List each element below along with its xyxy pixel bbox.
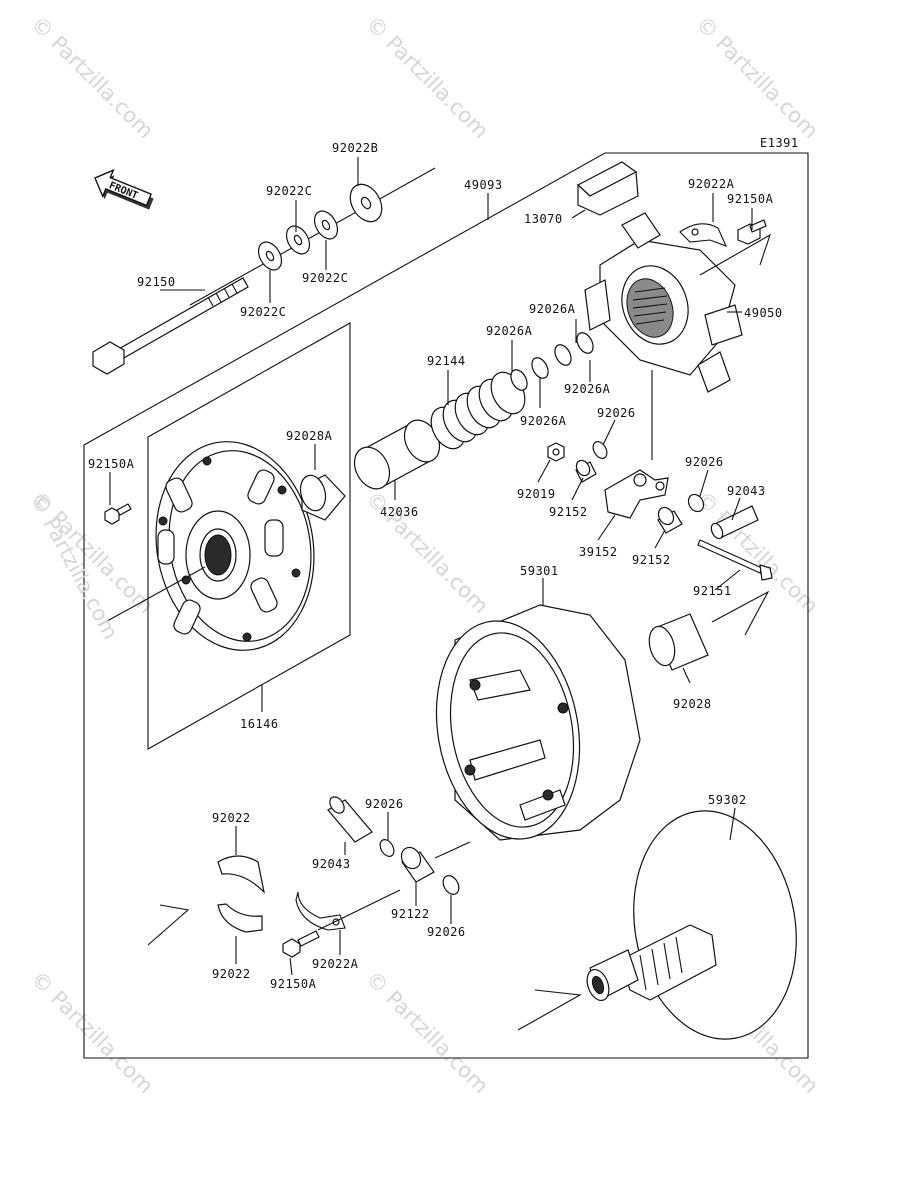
label-92122: 92122 xyxy=(391,907,430,921)
collar-92152-a xyxy=(575,459,597,483)
right-axis xyxy=(711,590,770,636)
label-13070: 13070 xyxy=(524,212,563,226)
half-ring-92022-a xyxy=(217,855,265,894)
bolt-92150A-bottom xyxy=(282,930,320,958)
label-92026: 92026 xyxy=(427,925,466,939)
label-39152: 39152 xyxy=(579,545,618,559)
front-arrow: FRONT xyxy=(94,169,154,210)
shaft-axis xyxy=(189,167,436,306)
label-92043: 92043 xyxy=(312,857,351,871)
sleeve-42036 xyxy=(353,419,441,490)
label-92022A: 92022A xyxy=(312,957,359,971)
washers-92026A xyxy=(510,332,594,391)
washer-92026-d xyxy=(442,875,460,895)
spider-49050 xyxy=(584,212,743,393)
bushing-92028 xyxy=(648,613,709,671)
washer-hole xyxy=(265,250,275,262)
part-labels: 92022B 92022C 92022C 92022C 92150 49093 … xyxy=(88,141,783,991)
label-92152: 92152 xyxy=(632,553,671,567)
label-92144: 92144 xyxy=(427,354,466,368)
half-ring-92022-b xyxy=(217,903,263,933)
label-16146: 16146 xyxy=(240,717,279,731)
washer-92026-b xyxy=(687,493,705,513)
label-92022B: 92022B xyxy=(332,141,378,155)
diagram-code: E1391 xyxy=(760,136,799,150)
clip-axis xyxy=(317,889,401,931)
pin-92043-top xyxy=(710,505,759,540)
movable-sheave-59301 xyxy=(435,604,641,841)
clip-92022A-top xyxy=(679,223,728,247)
lower-left-axis xyxy=(147,904,190,946)
label-92022C: 92022C xyxy=(302,271,348,285)
lower-axis xyxy=(517,989,582,1031)
label-42036: 42036 xyxy=(380,505,419,519)
watermark: © Partzilla.com xyxy=(691,487,823,619)
label-92150A: 92150A xyxy=(88,457,135,471)
label-92022: 92022 xyxy=(212,811,251,825)
spring-92144 xyxy=(430,371,526,450)
washer-hole xyxy=(360,196,372,210)
watermark: © Partzilla.com xyxy=(691,12,823,144)
watermark: © Partzilla.com xyxy=(26,12,158,144)
label-92150A: 92150A xyxy=(727,192,774,206)
label-92028: 92028 xyxy=(673,697,712,711)
label-92026A: 92026A xyxy=(529,302,576,316)
washer-92026-c xyxy=(379,839,395,857)
label-92026: 92026 xyxy=(597,406,636,420)
label-92022C: 92022C xyxy=(266,184,312,198)
fixed-sheave-59302 xyxy=(586,810,797,1040)
top-axis-right xyxy=(699,233,771,276)
watermark: © Partzilla.com xyxy=(26,967,158,1099)
label-59302: 59302 xyxy=(708,793,747,807)
label-49093: 49093 xyxy=(464,178,503,192)
label-92028A: 92028A xyxy=(286,429,333,443)
cover-plate-16146 xyxy=(155,441,315,651)
leader-lines xyxy=(109,157,753,976)
bolt-92150 xyxy=(92,277,249,375)
label-49050: 49050 xyxy=(744,306,783,320)
bushing-92028A xyxy=(299,474,346,521)
bolt-92151 xyxy=(697,539,773,581)
pin-92043-bottom xyxy=(327,796,373,843)
washer-92026-a xyxy=(592,441,608,459)
label-59301: 59301 xyxy=(520,564,559,578)
label-92022C: 92022C xyxy=(240,305,286,319)
label-92019: 92019 xyxy=(517,487,556,501)
label-92022: 92022 xyxy=(212,967,251,981)
cover-plate-frame xyxy=(147,322,351,750)
label-92026: 92026 xyxy=(365,797,404,811)
shoe-13070 xyxy=(576,161,639,216)
watermark: © Partzilla.com xyxy=(361,967,493,1099)
label-92150: 92150 xyxy=(137,275,176,289)
label-92043: 92043 xyxy=(727,484,766,498)
watermark: © Partzilla.com xyxy=(361,12,493,144)
bolt-92150A-top xyxy=(737,219,767,245)
washer-stack xyxy=(257,183,383,271)
assembly-frame xyxy=(83,152,809,1059)
label-92150A: 92150A xyxy=(270,977,317,991)
nut-92019 xyxy=(547,442,565,462)
collar-axis xyxy=(434,841,471,859)
clip-92022A-bottom xyxy=(295,891,346,931)
label-92026A: 92026A xyxy=(564,382,611,396)
label-92026A: 92026A xyxy=(486,324,533,338)
label-92026: 92026 xyxy=(685,455,724,469)
bolt-92150A-left xyxy=(104,503,132,525)
washer-hole xyxy=(321,219,331,231)
label-92026A: 92026A xyxy=(520,414,567,428)
washer-hole xyxy=(293,234,303,246)
weight-39152 xyxy=(604,469,669,519)
label-92022A: 92022A xyxy=(688,177,735,191)
collar-92152-b xyxy=(657,506,683,534)
plate-axis xyxy=(99,566,206,626)
collar-92122 xyxy=(400,846,435,883)
label-92151: 92151 xyxy=(693,584,732,598)
label-92152: 92152 xyxy=(549,505,588,519)
